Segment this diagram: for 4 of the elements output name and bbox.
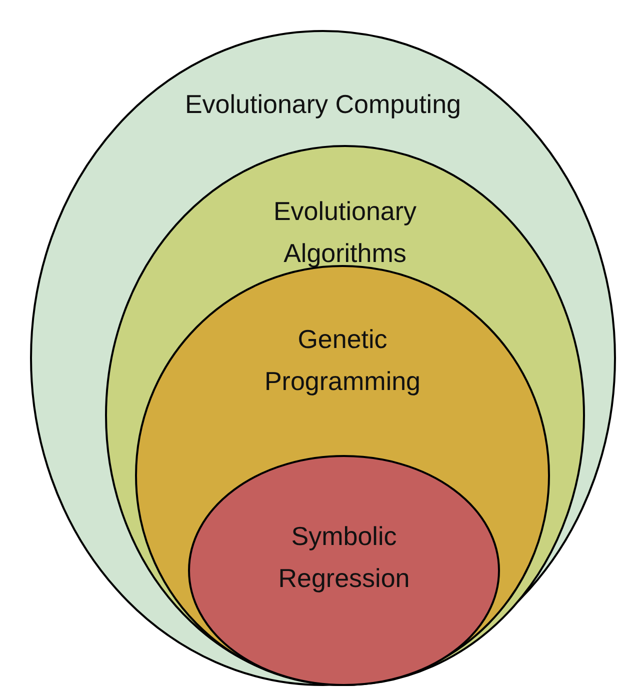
category-label: Evolutionary Algorithms [272,195,418,270]
category-label: Symbolic Regression [277,520,411,595]
category-label: Genetic Programming [263,323,422,398]
category-label: Evolutionary Computing [184,88,462,121]
